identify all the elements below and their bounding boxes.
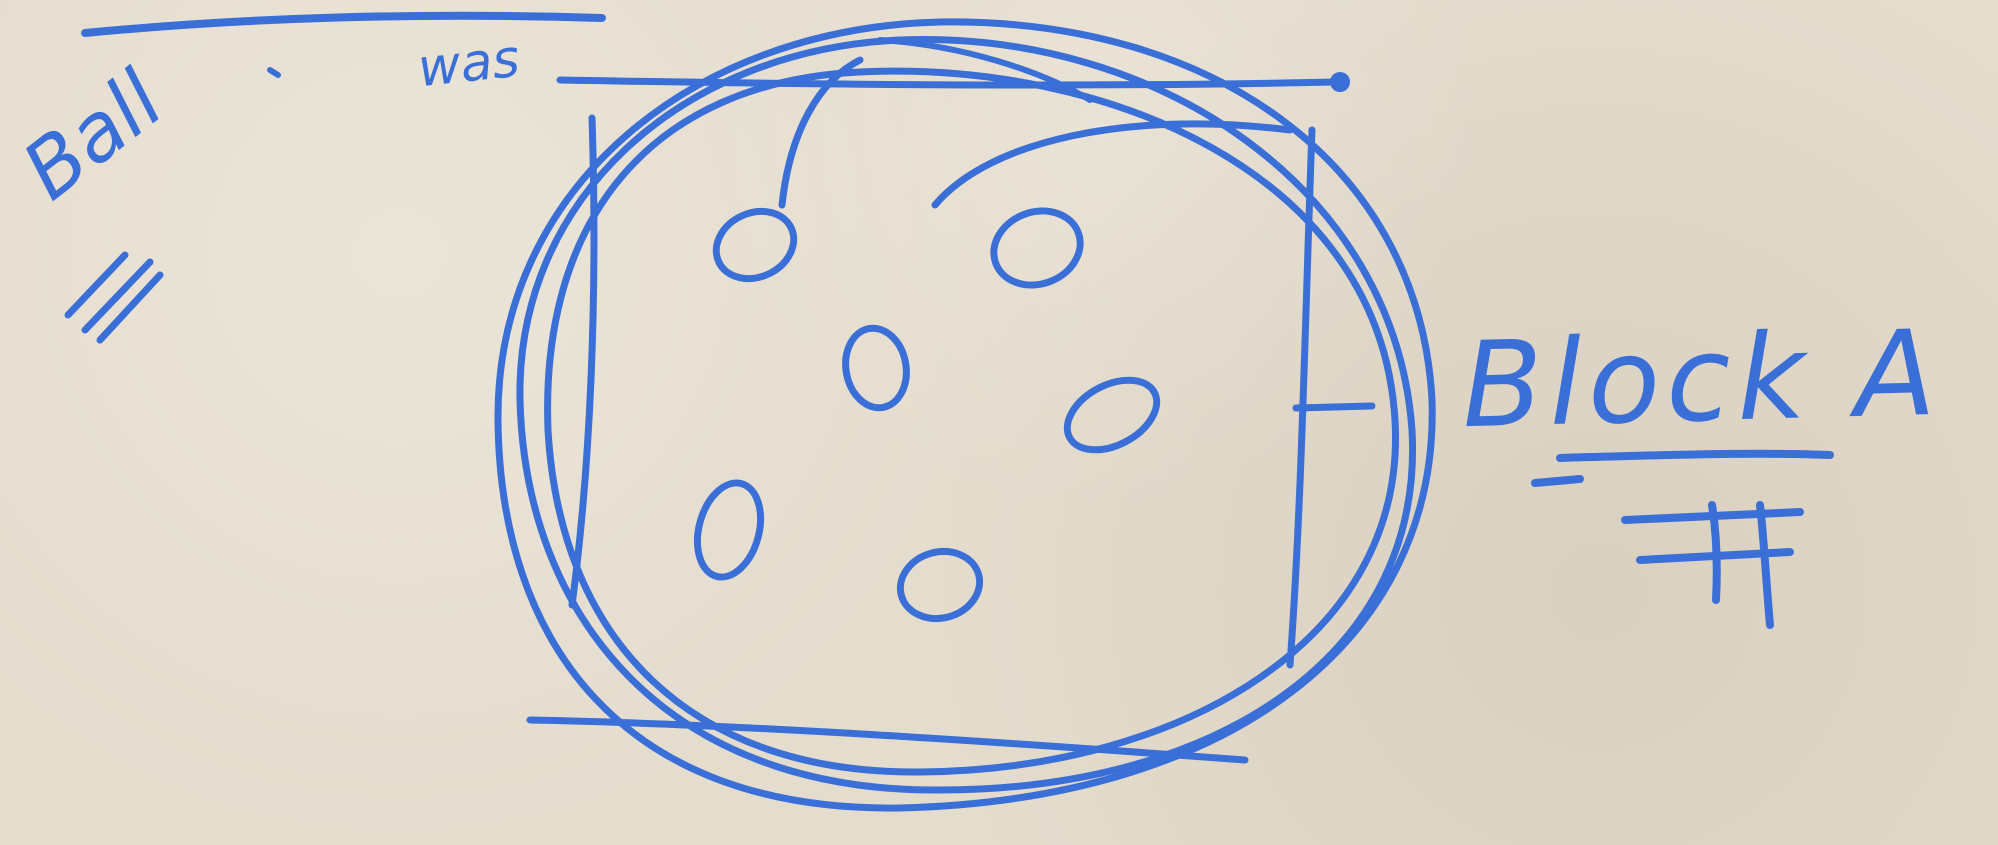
hash-v2 xyxy=(1760,505,1770,625)
particle-6 xyxy=(893,543,987,627)
was-label: was xyxy=(416,33,522,95)
small-tick xyxy=(270,70,278,75)
ball-scribble-1 xyxy=(68,255,125,315)
block-underline-short xyxy=(1535,479,1580,483)
corner-dot xyxy=(1330,72,1350,92)
particle-5 xyxy=(688,476,771,584)
edge-tick xyxy=(1296,406,1372,408)
block-a-label: Block A xyxy=(1461,314,1943,445)
particle-3 xyxy=(840,323,913,412)
top-line xyxy=(85,16,602,33)
particle-2 xyxy=(983,199,1090,297)
particle-1 xyxy=(705,199,805,291)
hash-v1 xyxy=(1712,505,1717,600)
block-underline-long xyxy=(1560,454,1830,458)
particle-4 xyxy=(1056,366,1169,464)
